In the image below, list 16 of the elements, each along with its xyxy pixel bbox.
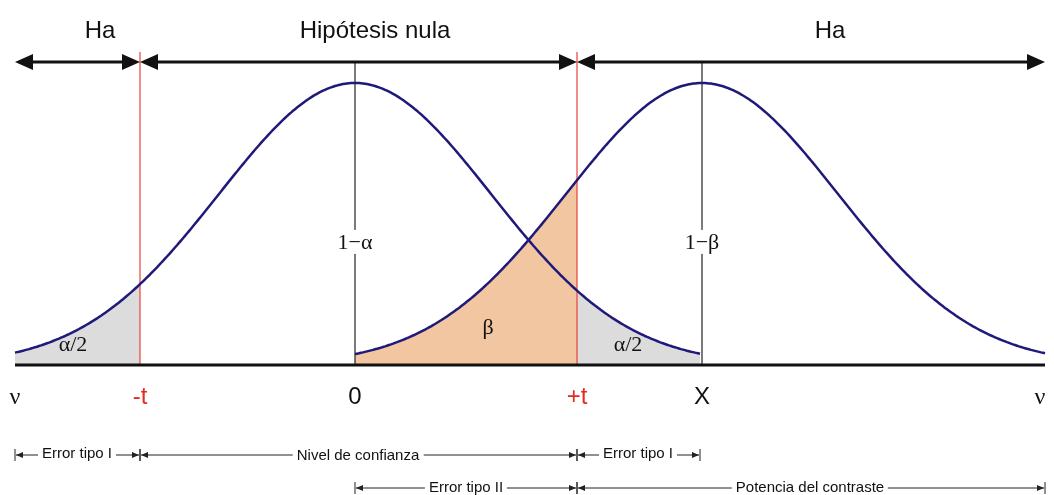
area-label: β xyxy=(482,314,494,340)
axis-label: ν xyxy=(1034,382,1046,410)
span-label: Potencia del contraste xyxy=(731,478,889,495)
axis-label: -t xyxy=(132,382,148,410)
axis-label: +t xyxy=(566,382,588,410)
axis-label: 0 xyxy=(348,382,362,410)
region-label: Ha xyxy=(84,16,116,44)
area-label: α/2 xyxy=(58,331,88,357)
region-label: Hipótesis nula xyxy=(299,16,451,44)
axis-label: ν xyxy=(9,382,21,410)
span-label: Error tipo II xyxy=(424,478,508,495)
region-label: Ha xyxy=(814,16,846,44)
span-label: Error tipo I xyxy=(599,444,677,462)
span-label: Error tipo I xyxy=(38,444,116,462)
area-label: α/2 xyxy=(613,331,643,357)
axis-label: X xyxy=(694,382,710,410)
